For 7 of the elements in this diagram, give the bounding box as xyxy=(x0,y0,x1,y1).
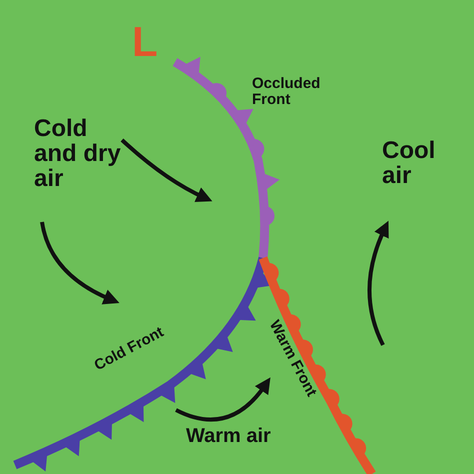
front-label: Warm Front xyxy=(266,318,320,400)
front-label: Occluded Front xyxy=(252,76,322,108)
air-mass-label: Cold and dry air xyxy=(34,116,122,192)
air-mass-label: Cool air xyxy=(382,138,436,188)
low-pressure-label: L xyxy=(132,20,159,64)
front-label: Cold Front xyxy=(92,324,166,374)
air-mass-label: Warm air xyxy=(186,426,272,447)
